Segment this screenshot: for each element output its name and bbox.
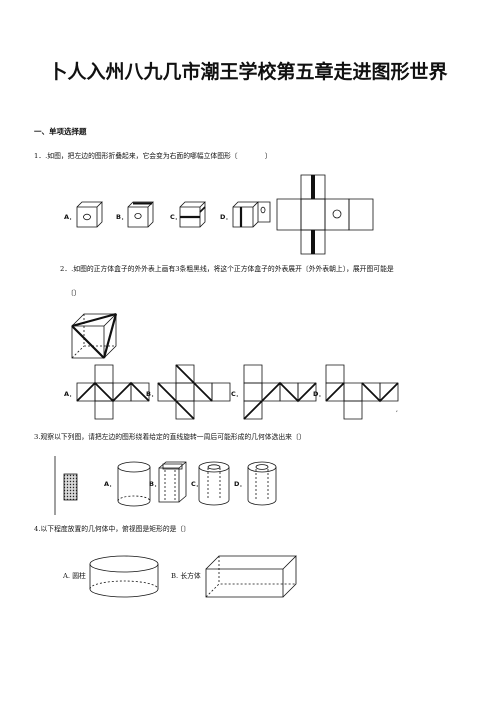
q4-option-b-label[interactable]: B. 长方体 — [171, 572, 201, 580]
page-title: 卜人入州八九几市潮王学校第五章走进图形世界 — [48, 61, 448, 83]
q2-option-d-label[interactable]: D． — [313, 390, 325, 398]
question-3-text: 3.观察以下列图，请把左边的图形绕着给定的直线旋转一周后可能形成的几何体选出来〔… — [34, 433, 306, 441]
section-heading: 一、单项选择题 — [34, 127, 87, 136]
q1-option-a-label[interactable]: A． — [64, 213, 76, 221]
q1-option-c-label[interactable]: C． — [170, 213, 182, 221]
q1-cube-b[interactable] — [128, 202, 153, 227]
q2-net-c[interactable] — [244, 365, 316, 419]
q4-option-a-label[interactable]: A. 圆柱 — [63, 572, 86, 580]
q1-cube-a[interactable] — [77, 202, 102, 227]
q2-option-b-label[interactable]: B． — [146, 390, 158, 398]
q3-rotation-figure — [55, 456, 77, 515]
q3-solid-b[interactable] — [159, 462, 186, 502]
q4-cuboid[interactable] — [206, 556, 296, 597]
q2-net-a[interactable] — [77, 365, 149, 419]
q1-cube-net — [277, 175, 373, 254]
q1-cube-d[interactable] — [233, 202, 270, 227]
q2-stray-mark: , — [396, 406, 398, 413]
q2-option-a-label[interactable]: A． — [64, 390, 76, 398]
q2-net-d[interactable] — [326, 365, 398, 419]
question-1-text: 1．.如图，把左边的图形折叠起来，它会变为右面的哪幅立体图形〔 〕 — [34, 152, 272, 160]
q2-option-c-label[interactable]: C． — [231, 390, 243, 398]
q3-option-d-label[interactable]: D． — [234, 480, 246, 488]
q3-option-a-label[interactable]: A． — [104, 480, 116, 488]
q1-option-d-label[interactable]: D． — [220, 213, 232, 221]
q3-option-c-label[interactable]: C． — [191, 480, 203, 488]
q3-solid-d[interactable] — [248, 462, 276, 505]
q2-net-b[interactable] — [158, 365, 230, 419]
q1-cube-c[interactable] — [180, 202, 205, 227]
question-2-text: 2．.如图的正方体盒子的外外表上画有3条粗黑线，将这个正方体盒子的外表展开〔外外… — [60, 265, 394, 273]
q3-option-b-label[interactable]: B． — [149, 480, 161, 488]
question-2-bracket: 〔〕 — [67, 289, 81, 297]
q3-solid-a[interactable] — [118, 462, 150, 506]
question-4-text: 4.以下程度放置的几何体中，俯视图是矩形的是〔〕 — [34, 525, 191, 533]
q1-option-b-label[interactable]: B． — [116, 213, 128, 221]
q4-cylinder[interactable] — [90, 556, 158, 597]
q3-solid-c[interactable] — [199, 462, 229, 505]
q2-cube — [72, 314, 116, 358]
